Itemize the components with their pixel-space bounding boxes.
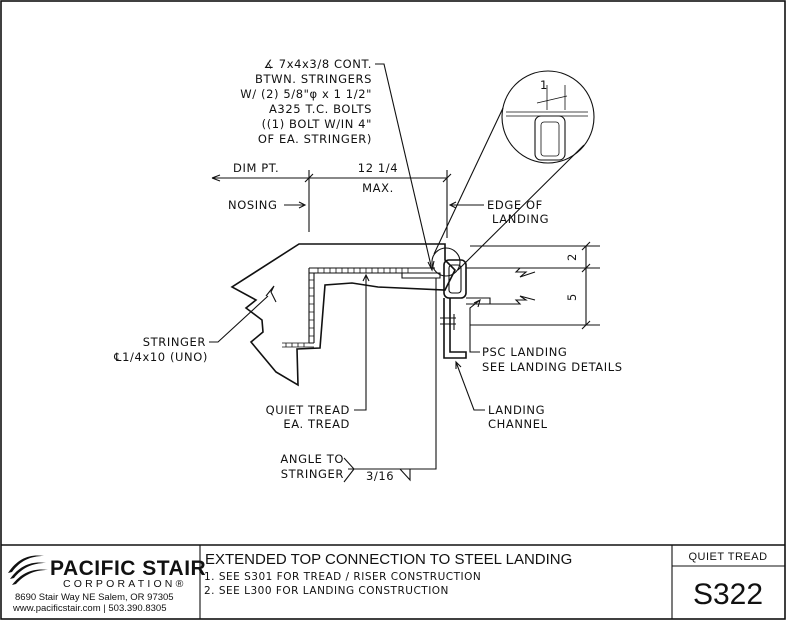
angle-callout-leader — [375, 63, 435, 272]
company-corporation: CORPORATION® — [63, 578, 187, 590]
psc-landing-leader — [469, 298, 481, 353]
detail-leader-lines — [433, 107, 585, 271]
weld-size: 3/16 — [366, 469, 394, 483]
sheet-number: S322 — [693, 578, 763, 611]
edge-detail-circle — [431, 247, 461, 277]
stringer-leader — [209, 295, 269, 343]
quiet-tread-label-2: EA. TREAD — [283, 417, 350, 431]
angle-to-stringer-1: ANGLE TO — [280, 452, 344, 466]
angle-to-stringer-2: STRINGER — [281, 467, 344, 481]
company-contact: www.pacificstair.com | 503.390.8305 — [12, 603, 167, 614]
dim-5: 5 — [565, 293, 579, 301]
quiet-tread-leader — [354, 273, 370, 411]
angle-callout-2: BTWN. STRINGERS — [255, 72, 372, 86]
dim-max: MAX. — [362, 181, 394, 195]
dim-value: 12 1/4 — [358, 161, 398, 175]
stringer-label-2: ℄1/4x10 (UNO) — [113, 350, 208, 364]
edge-label-1: EDGE OF — [487, 198, 543, 212]
company-name: PACIFIC STAIR — [50, 557, 206, 580]
edge-arrow — [448, 201, 484, 209]
drawing-title: EXTENDED TOP CONNECTION TO STEEL LANDING — [205, 551, 572, 568]
angle-callout-4: A325 T.C. BOLTS — [269, 102, 372, 116]
dim-pt-label: DIM PT. — [233, 161, 279, 175]
quiet-tread-pan — [282, 267, 435, 348]
dim-2: 2 — [565, 253, 579, 261]
weld-symbol — [343, 278, 437, 483]
company-address: 8690 Stair Way NE Salem, OR 97305 — [15, 592, 174, 603]
detail-dim-text: 1 — [540, 78, 548, 92]
drawing-category: QUIET TREAD — [688, 551, 767, 563]
nosing-arrow — [284, 201, 307, 209]
title-block: PACIFIC STAIR CORPORATION® 8690 Stair Wa… — [1, 544, 785, 619]
landing-channel — [440, 259, 491, 359]
psc-landing-slab — [466, 267, 536, 305]
landing-channel-leader — [455, 360, 485, 411]
dim-12-1-4 — [211, 170, 452, 238]
drawing-note-1: 1. SEE S301 FOR TREAD / RISER CONSTRUCTI… — [204, 571, 481, 583]
pacific-stair-logo — [8, 555, 48, 585]
quiet-tread-label-1: QUIET TREAD — [266, 403, 350, 417]
landing-channel-1: LANDING — [488, 403, 545, 417]
psc-landing-1: PSC LANDING — [482, 345, 567, 359]
stringer-label-1: STRINGER — [143, 335, 206, 349]
edge-label-2: LANDING — [492, 212, 549, 226]
enlarged-detail: 1 — [501, 70, 595, 164]
stringer-break — [265, 285, 277, 303]
angle-callout-6: OF EA. STRINGER) — [258, 132, 372, 146]
connection-angle — [401, 272, 441, 279]
psc-landing-2: SEE LANDING DETAILS — [482, 360, 623, 374]
angle-callout-3: W/ (2) 5/8"φ x 1 1/2" — [240, 87, 372, 101]
landing-channel-2: CHANNEL — [488, 417, 548, 431]
detail-drawing: 1 DIM PT. 12 1/4 MAX. NOSING EDGE OF LAN… — [113, 57, 623, 483]
angle-callout-5: ((1) BOLT W/IN 4" — [262, 117, 372, 131]
angle-callout-1: ∡ 7x4x3/8 CONT. — [264, 57, 372, 71]
nosing-label: NOSING — [228, 198, 277, 212]
dim-vertical — [470, 241, 600, 330]
drawing-note-2: 2. SEE L300 FOR LANDING CONSTRUCTION — [204, 585, 449, 597]
stringer-plate — [230, 243, 456, 387]
